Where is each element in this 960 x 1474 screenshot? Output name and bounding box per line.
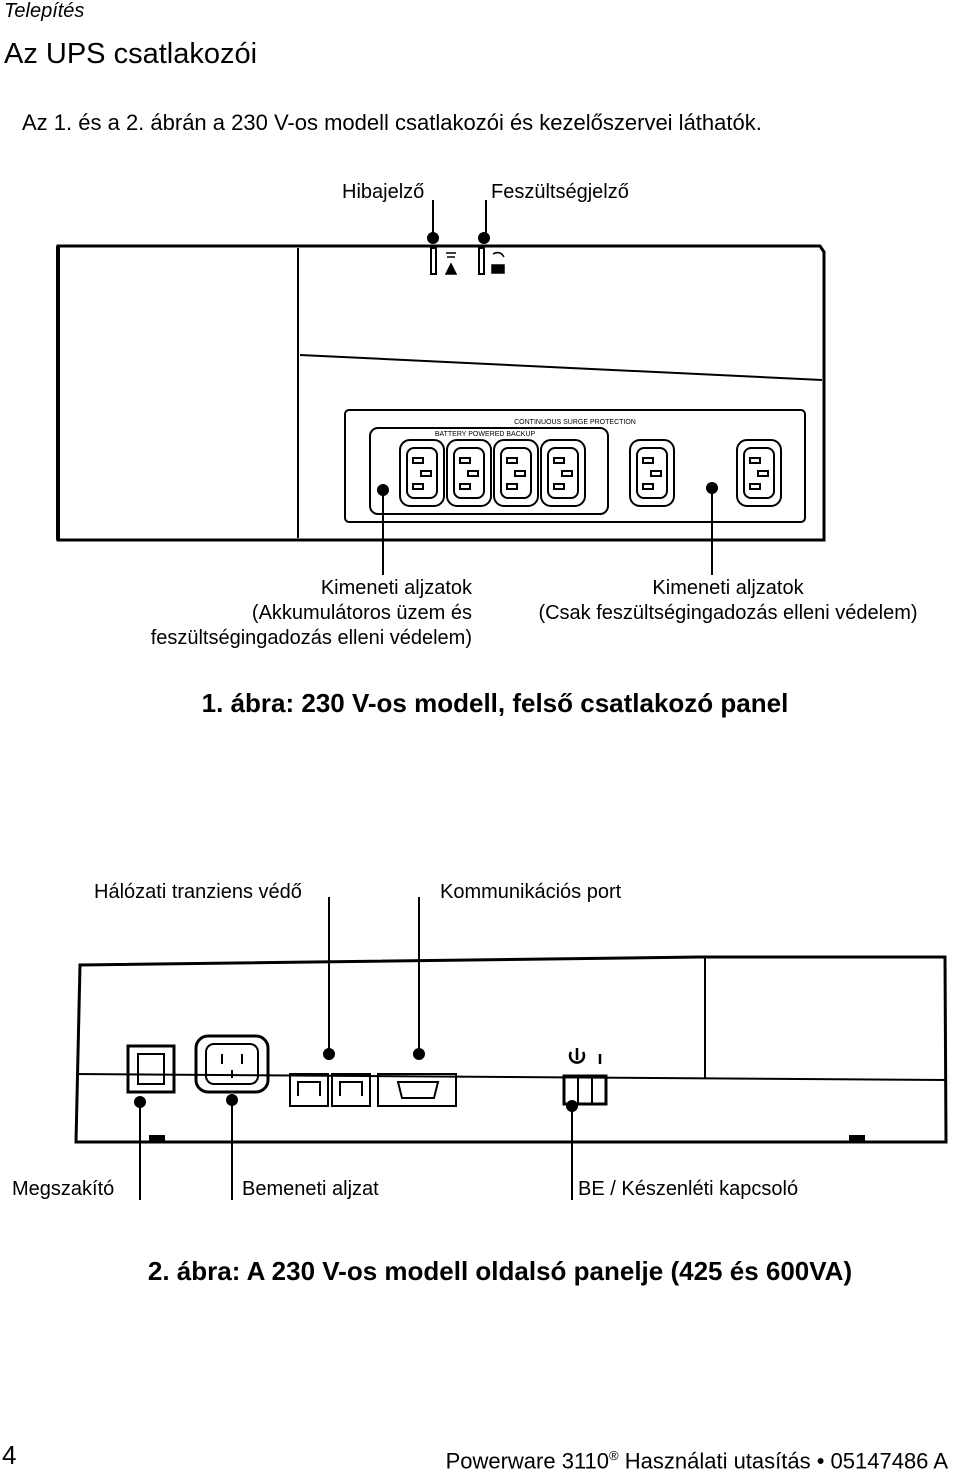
figure2-caption: 2. ábra: A 230 V-os modell oldalsó panel… [147, 1256, 853, 1286]
output-outlet [399, 439, 445, 507]
surge-protector-label: Hálózati tranziens védő [94, 881, 302, 903]
fault-indicator-label: Hibajelző [342, 181, 425, 203]
doc-footer: Powerware 3110® Használati utasítás • 05… [445, 1448, 948, 1474]
figure1-top-panel-diagram: CONTINUOUS SURGE PROTECTION BATTERY POWE… [56, 200, 826, 575]
battery-outlets-label: Kimeneti aljzatok (Akkumulátoros üzem és… [150, 577, 472, 649]
fault-icon [444, 252, 458, 275]
input-socket [194, 1034, 270, 1094]
rj-jack-2 [331, 1073, 371, 1107]
voltage-indicator-label: Feszültségjelző [491, 181, 629, 203]
page-number: 4 [2, 1440, 17, 1470]
output-outlet [493, 439, 539, 507]
switch-label: BE / Készenléti kapcsoló [578, 1178, 799, 1200]
breaker-label: Megszakító [12, 1178, 115, 1200]
figure2-side-panel-diagram [74, 897, 948, 1200]
output-outlet [540, 439, 586, 507]
page-title: Az UPS csatlakozói [4, 38, 258, 70]
figure1-caption: 1. ábra: 230 V-os modell, felső csatlako… [201, 688, 789, 718]
comm-port-label: Kommunikációs port [440, 881, 622, 903]
battery-icon [491, 251, 505, 274]
output-outlet [629, 439, 675, 507]
output-outlet [446, 439, 492, 507]
output-outlet [736, 439, 782, 507]
power-switch [562, 1074, 608, 1106]
comm-port [377, 1073, 457, 1107]
breaker-box [126, 1044, 176, 1094]
section-name: Telepítés [4, 0, 85, 22]
power-icon [568, 1048, 602, 1064]
panel-text-continuous: CONTINUOUS SURGE PROTECTION [514, 419, 636, 426]
panel-text-battery: BATTERY POWERED BACKUP [435, 431, 536, 438]
input-socket-label: Bemeneti aljzat [242, 1178, 379, 1200]
rj-jack-1 [289, 1073, 329, 1107]
surge-outlets-label: Kimeneti aljzatok (Csak feszültségingado… [538, 577, 918, 624]
intro-text: Az 1. és a 2. ábrán a 230 V-os modell cs… [22, 110, 762, 135]
